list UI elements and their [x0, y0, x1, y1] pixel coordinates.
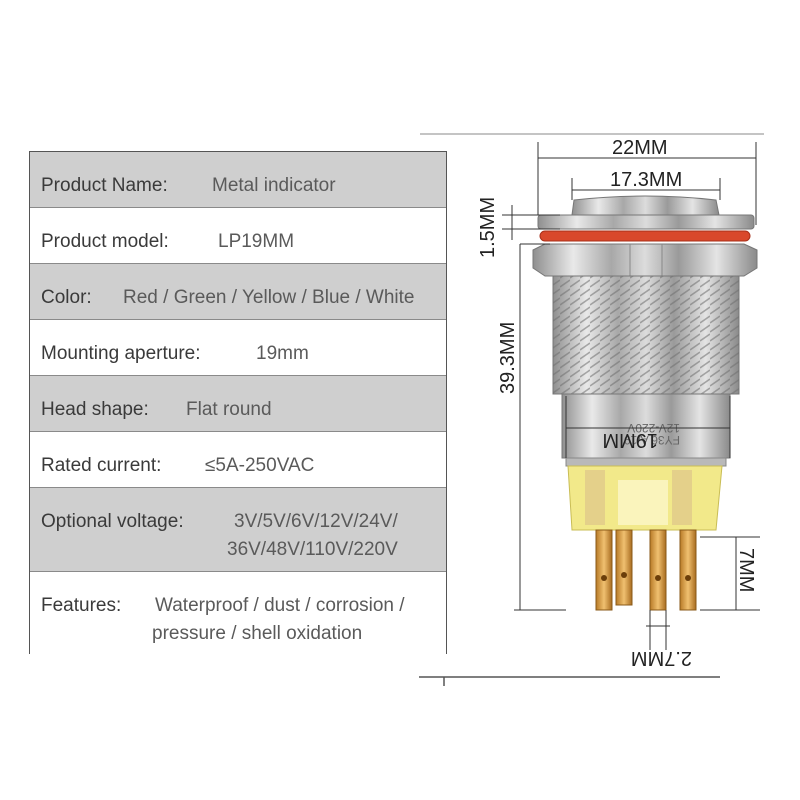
spec-row-mounting-aperture: Mounting aperture: 19mm [30, 320, 446, 376]
terminal-pin-1 [595, 529, 613, 611]
dim-7mm-label: 7MM [735, 548, 757, 592]
spec-label: Product Name: [41, 175, 168, 196]
spec-label: Product model: [41, 231, 169, 252]
dim-1-5mm: 1.5MM [477, 197, 560, 258]
hex-nut [532, 243, 758, 277]
spec-row-features: Features: Waterproof / dust / corrosion … [30, 572, 446, 654]
head-cap [571, 195, 720, 216]
spec-value: 19mm [256, 343, 309, 364]
body-marking-line1: FY36 A/19 [624, 433, 680, 447]
lower-body [561, 393, 731, 459]
spec-value: ≤5A-250VAC [205, 455, 315, 476]
dim-39-3mm: 39.3MM [497, 243, 566, 611]
spec-value: 36V/48V/110V/220V [227, 539, 398, 560]
spec-row-optional-voltage: Optional voltage: 3V/5V/6V/12V/24V/ 36V/… [30, 488, 446, 572]
spec-label: Mounting aperture: [41, 343, 201, 364]
dim-17-3mm-label: 17.3MM [610, 169, 682, 191]
spec-value: LP19MM [218, 231, 295, 252]
spec-row-product-name: Product Name: Metal indicator [30, 152, 446, 208]
spec-row-color: Color: Red / Green / Yellow / Blue / Whi… [30, 264, 446, 320]
terminal-pin-3 [649, 529, 667, 611]
spec-row-product-model: Product model: LP19MM [30, 208, 446, 264]
spec-label: Optional voltage: [41, 511, 184, 532]
dim-22mm-label: 22MM [612, 137, 668, 159]
dim-39-3mm-label: 39.3MM [497, 322, 519, 394]
dim-2-7mm: 2.7MM [631, 610, 692, 669]
spec-value: 3V/5V/6V/12V/24V/ [234, 511, 398, 532]
head-flange [537, 214, 755, 230]
terminal-pin-4 [679, 529, 697, 611]
dim-22mm: 22MM [537, 137, 757, 225]
spec-value: pressure / shell oxidation [152, 623, 363, 644]
dim-2-7mm-label: 2.7MM [631, 647, 692, 669]
dim-17-3mm: 17.3MM [571, 169, 721, 200]
spec-label: Color: [41, 287, 92, 308]
spec-value: Flat round [186, 399, 272, 420]
spec-label: Head shape: [41, 399, 149, 420]
dim-1-5mm-label: 1.5MM [477, 197, 499, 258]
spec-value: Waterproof / dust / corrosion / [155, 595, 405, 616]
terminal-pin-2 [615, 529, 633, 606]
spec-label: Rated current: [41, 455, 162, 476]
dim-19mm: 19MM [565, 396, 731, 458]
spec-label: Features: [41, 595, 122, 616]
o-ring [539, 230, 751, 242]
spec-table: Product Name: Metal indicator Product mo… [29, 151, 447, 654]
spec-value: Red / Green / Yellow / Blue / White [123, 287, 415, 308]
spec-row-head-shape: Head shape: Flat round [30, 376, 446, 432]
dim-7mm: 7MM [700, 536, 760, 611]
spec-value: Metal indicator [212, 175, 336, 196]
spec-row-rated-current: Rated current: ≤5A-250VAC [30, 432, 446, 488]
dim-19mm-label: 19MM [602, 429, 658, 451]
